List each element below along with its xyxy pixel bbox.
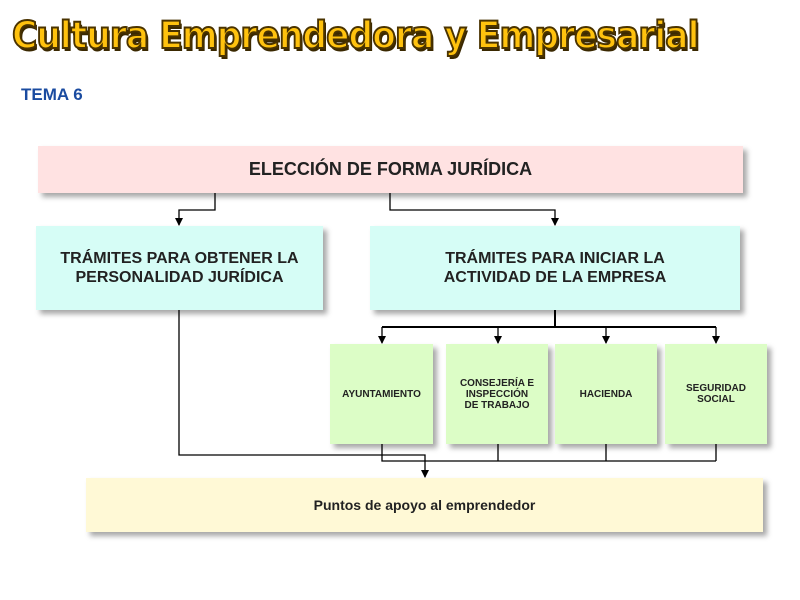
right-branch-node: TRÁMITES PARA INICIAR LA ACTIVIDAD DE LA…: [370, 226, 740, 310]
connector-root-left: [175, 193, 216, 226]
entity-node-consejeria: CONSEJERÍA E INSPECCIÓN DE TRABAJO: [446, 344, 548, 444]
topic-label: TEMA 6: [21, 85, 83, 104]
left-branch-node: TRÁMITES PARA OBTENER LA PERSONALIDAD JU…: [36, 226, 323, 310]
connector-entities-bus: [381, 444, 717, 462]
entity-node-ayuntamiento: AYUNTAMIENTO: [330, 344, 433, 444]
entity-node-seguridad-social: SEGURIDAD SOCIAL: [665, 344, 767, 444]
connector-root-right: [389, 193, 559, 226]
connector-left-bottom: [178, 310, 429, 478]
bottom-node: Puntos de apoyo al emprendedor: [86, 478, 763, 532]
connector-right-bus: [382, 310, 716, 328]
page-title-logo: Cultura Emprendedora y Empresarial: [11, 13, 700, 58]
entity-node-hacienda: HACIENDA: [555, 344, 657, 444]
root-node: ELECCIÓN DE FORMA JURÍDICA: [38, 146, 743, 193]
